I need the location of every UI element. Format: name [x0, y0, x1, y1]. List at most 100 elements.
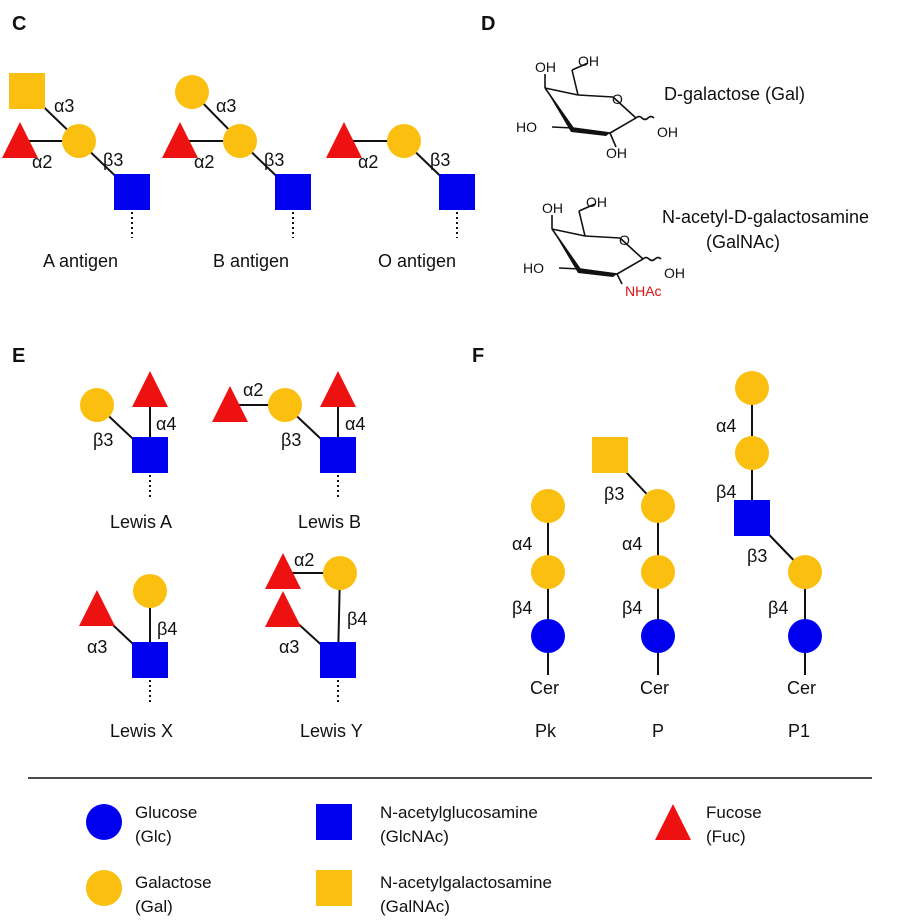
linkage-a3: α3: [87, 637, 107, 657]
linkage-b4: β4: [512, 598, 532, 618]
glcnac-square: [275, 174, 311, 210]
galnac-square: [9, 73, 45, 109]
legend: Glucose (Glc) N-acetylglucosamine (GlcNA…: [86, 803, 762, 916]
galactose-circle: [86, 870, 122, 906]
legend-galactose-abbr: (Gal): [135, 897, 173, 916]
chem-oh: OH: [664, 265, 685, 281]
label-lewis-y: Lewis Y: [300, 721, 363, 741]
panel-e: E β3 α4 Lewis A α2 β3 α4 Lewis B: [12, 345, 367, 741]
glcnac-square: [320, 642, 356, 678]
label-a-antigen: A antigen: [43, 251, 118, 271]
glcnac-square: [132, 642, 168, 678]
galnac-square: [592, 437, 628, 473]
fucose-triangle: [2, 122, 38, 158]
linkage-a2: α2: [194, 152, 214, 172]
lewis-x: α3 β4 Lewis X: [79, 574, 177, 741]
linkage-a2: α2: [32, 152, 52, 172]
galactose-circle-terminal: [175, 75, 209, 109]
linkage-a2: α2: [243, 380, 263, 400]
panel-letter-f: F: [472, 345, 484, 367]
p-antigen: β3 α4 β4 Cer P: [592, 437, 675, 741]
fucose-triangle: [655, 804, 691, 840]
label-pk: Pk: [535, 721, 557, 741]
linkage-b3: β3: [281, 430, 301, 450]
label-lewis-x: Lewis X: [110, 721, 173, 741]
chem-nhac: NHAc: [625, 283, 662, 299]
legend-fucose-name: Fucose: [706, 803, 762, 822]
galactose-circle: [323, 556, 357, 590]
legend-glucose-abbr: (Glc): [135, 827, 172, 846]
linkage-b4: β4: [768, 598, 788, 618]
glcnac-square: [439, 174, 475, 210]
galactose-circle: [531, 489, 565, 523]
legend-item-galactose: Galactose (Gal): [86, 870, 212, 916]
glcnac-square: [114, 174, 150, 210]
fucose-triangle: [326, 122, 362, 158]
linkage-a2: α2: [294, 550, 314, 570]
lewis-y: α2 α3 β4 Lewis Y: [265, 550, 367, 741]
galactose-circle: [223, 124, 257, 158]
galactose-circle: [531, 555, 565, 589]
p1-antigen: α4 β4 β3 β4 Cer P1: [716, 371, 822, 741]
galactose-circle: [641, 555, 675, 589]
galnac-structure: [551, 203, 662, 285]
linkage-a4: α4: [512, 534, 532, 554]
glucose-circle: [788, 619, 822, 653]
linkage-b3: β3: [430, 150, 450, 170]
linkage-a2: α2: [358, 152, 378, 172]
galnac-square: [316, 870, 352, 906]
galactose-circle: [62, 124, 96, 158]
galactose-circle: [735, 436, 769, 470]
a-antigen: α3 α2 β3 A antigen: [2, 73, 150, 271]
fucose-triangle: [265, 553, 301, 589]
label-lewis-b: Lewis B: [298, 512, 361, 532]
glucose-circle: [86, 804, 122, 840]
legend-galnac-abbr: (GalNAc): [380, 897, 450, 916]
galactose-circle: [387, 124, 421, 158]
panel-letter-e: E: [12, 345, 25, 367]
glcnac-square: [320, 437, 356, 473]
galactose-circle: [788, 555, 822, 589]
galnac-name-line1: N-acetyl-D-galactosamine: [662, 207, 869, 227]
fucose-triangle: [265, 591, 301, 627]
glucose-circle: [531, 619, 565, 653]
fucose-triangle: [212, 386, 248, 422]
legend-item-galnac: N-acetylgalactosamine (GalNAc): [316, 870, 552, 916]
fucose-triangle: [162, 122, 198, 158]
chem-oh: OH: [535, 59, 556, 75]
legend-glcnac-abbr: (GlcNAc): [380, 827, 449, 846]
galactose-circle: [641, 489, 675, 523]
chem-ho: HO: [516, 119, 537, 135]
galactose-circle: [133, 574, 167, 608]
chem-oh: OH: [542, 200, 563, 216]
legend-galactose-name: Galactose: [135, 873, 212, 892]
o-antigen: α2 β3 O antigen: [326, 122, 475, 271]
legend-glucose-name: Glucose: [135, 803, 197, 822]
ceramide-label: Cer: [530, 678, 559, 698]
linkage-a4: α4: [716, 416, 736, 436]
linkage-b3: β3: [604, 484, 624, 504]
fucose-triangle: [320, 371, 356, 407]
legend-fucose-abbr: (Fuc): [706, 827, 746, 846]
b-antigen: α3 α2 β3 B antigen: [162, 75, 311, 271]
panel-letter-d: D: [481, 13, 495, 35]
glcnac-square: [734, 500, 770, 536]
ceramide-label: Cer: [787, 678, 816, 698]
linkage-b4: β4: [157, 619, 177, 639]
chem-oh: OH: [657, 124, 678, 140]
linkage-b4: β4: [716, 482, 736, 502]
legend-item-glucose: Glucose (Glc): [86, 803, 197, 846]
linkage-b3: β3: [264, 150, 284, 170]
chem-oh: OH: [578, 53, 599, 69]
galactose-structure: [544, 62, 655, 148]
linkage-a3: α3: [54, 96, 74, 116]
galnac-name-line2: (GalNAc): [706, 232, 780, 252]
panel-letter-c: C: [12, 13, 26, 35]
label-b-antigen: B antigen: [213, 251, 289, 271]
linkage-a4: α4: [622, 534, 642, 554]
chem-ring-oxygen: O: [612, 91, 623, 107]
chem-oh: OH: [586, 194, 607, 210]
pk-antigen: α4 β4 Cer Pk: [512, 489, 565, 741]
fucose-triangle: [132, 371, 168, 407]
